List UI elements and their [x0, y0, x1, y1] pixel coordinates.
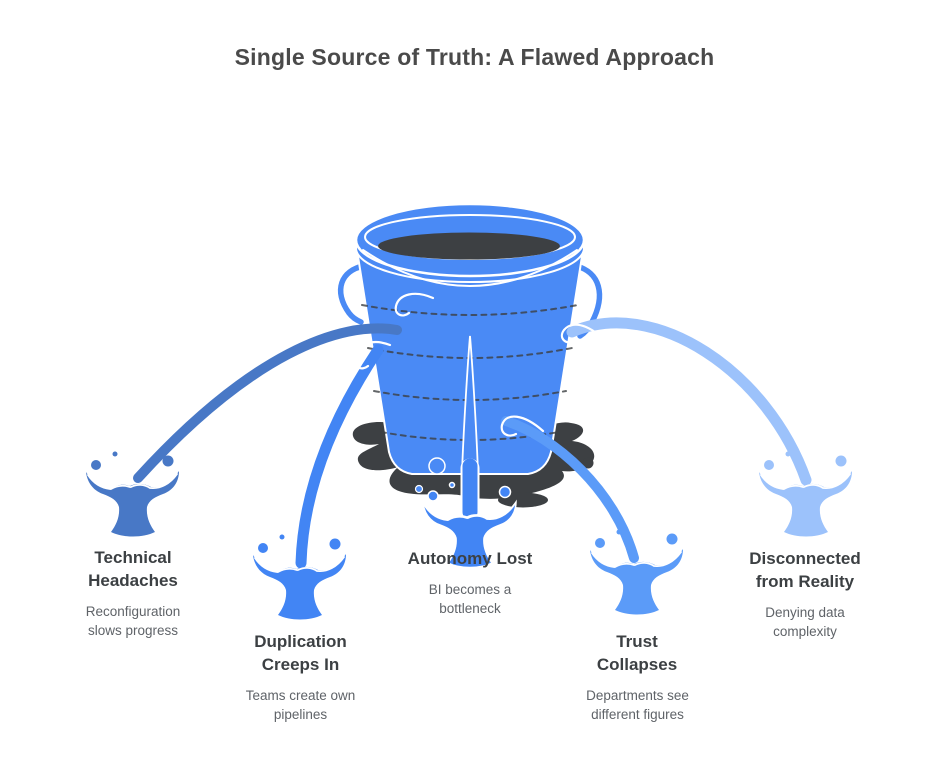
stream-arc-disconnected — [566, 317, 812, 486]
bucket-bubble-small — [414, 484, 424, 494]
leak-label-duplication: Duplication Creeps In Teams create own p… — [228, 630, 373, 724]
bucket-bubble — [428, 457, 446, 475]
puddle-satellite-blob — [498, 492, 548, 508]
leak-subtext: BI becomes a bottleneck — [428, 582, 512, 616]
streams-group — [133, 292, 812, 569]
leak-heading: Duplication Creeps In — [254, 632, 347, 674]
stream-arc-trust — [501, 416, 639, 563]
stream-arc-technical-headaches — [133, 323, 402, 483]
leak-subtext: Departments see different figures — [586, 688, 689, 722]
stream-spout-highlight — [394, 292, 435, 317]
leak-heading: Technical Headaches — [88, 548, 178, 590]
leak-subtext: Teams create own pipelines — [245, 688, 356, 722]
leak-label-disconnected: Disconnected from Reality Denying data c… — [735, 547, 875, 641]
page-title: Single Source of Truth: A Flawed Approac… — [234, 44, 715, 70]
leak-heading: Autonomy Lost — [407, 549, 533, 568]
leak-label-technical-headaches: Technical Headaches Reconfiguration slow… — [68, 546, 198, 640]
leak-subtext: Reconfiguration slows progress — [85, 604, 181, 638]
leak-label-autonomy: Autonomy Lost BI becomes a bottleneck — [370, 547, 570, 618]
bucket-rim-lower-edge — [362, 249, 578, 287]
puddle-satellite-dot — [582, 457, 594, 469]
stream-spout-highlight — [500, 415, 545, 437]
leak-label-trust: Trust Collapses Departments see differen… — [577, 630, 697, 724]
leak-heading: Trust Collapses — [596, 632, 678, 674]
water-splash-icon-trust — [589, 528, 684, 616]
water-splash-icon-technical-headaches — [85, 450, 180, 538]
bucket-water-surface — [378, 232, 560, 260]
leak-subtext: Denying data complexity — [765, 605, 845, 639]
stream-spout-highlight — [560, 323, 614, 352]
bucket-handle-left — [337, 263, 367, 325]
stream-spout-highlight — [353, 341, 392, 370]
leak-heading: Disconnected from Reality — [749, 549, 861, 591]
